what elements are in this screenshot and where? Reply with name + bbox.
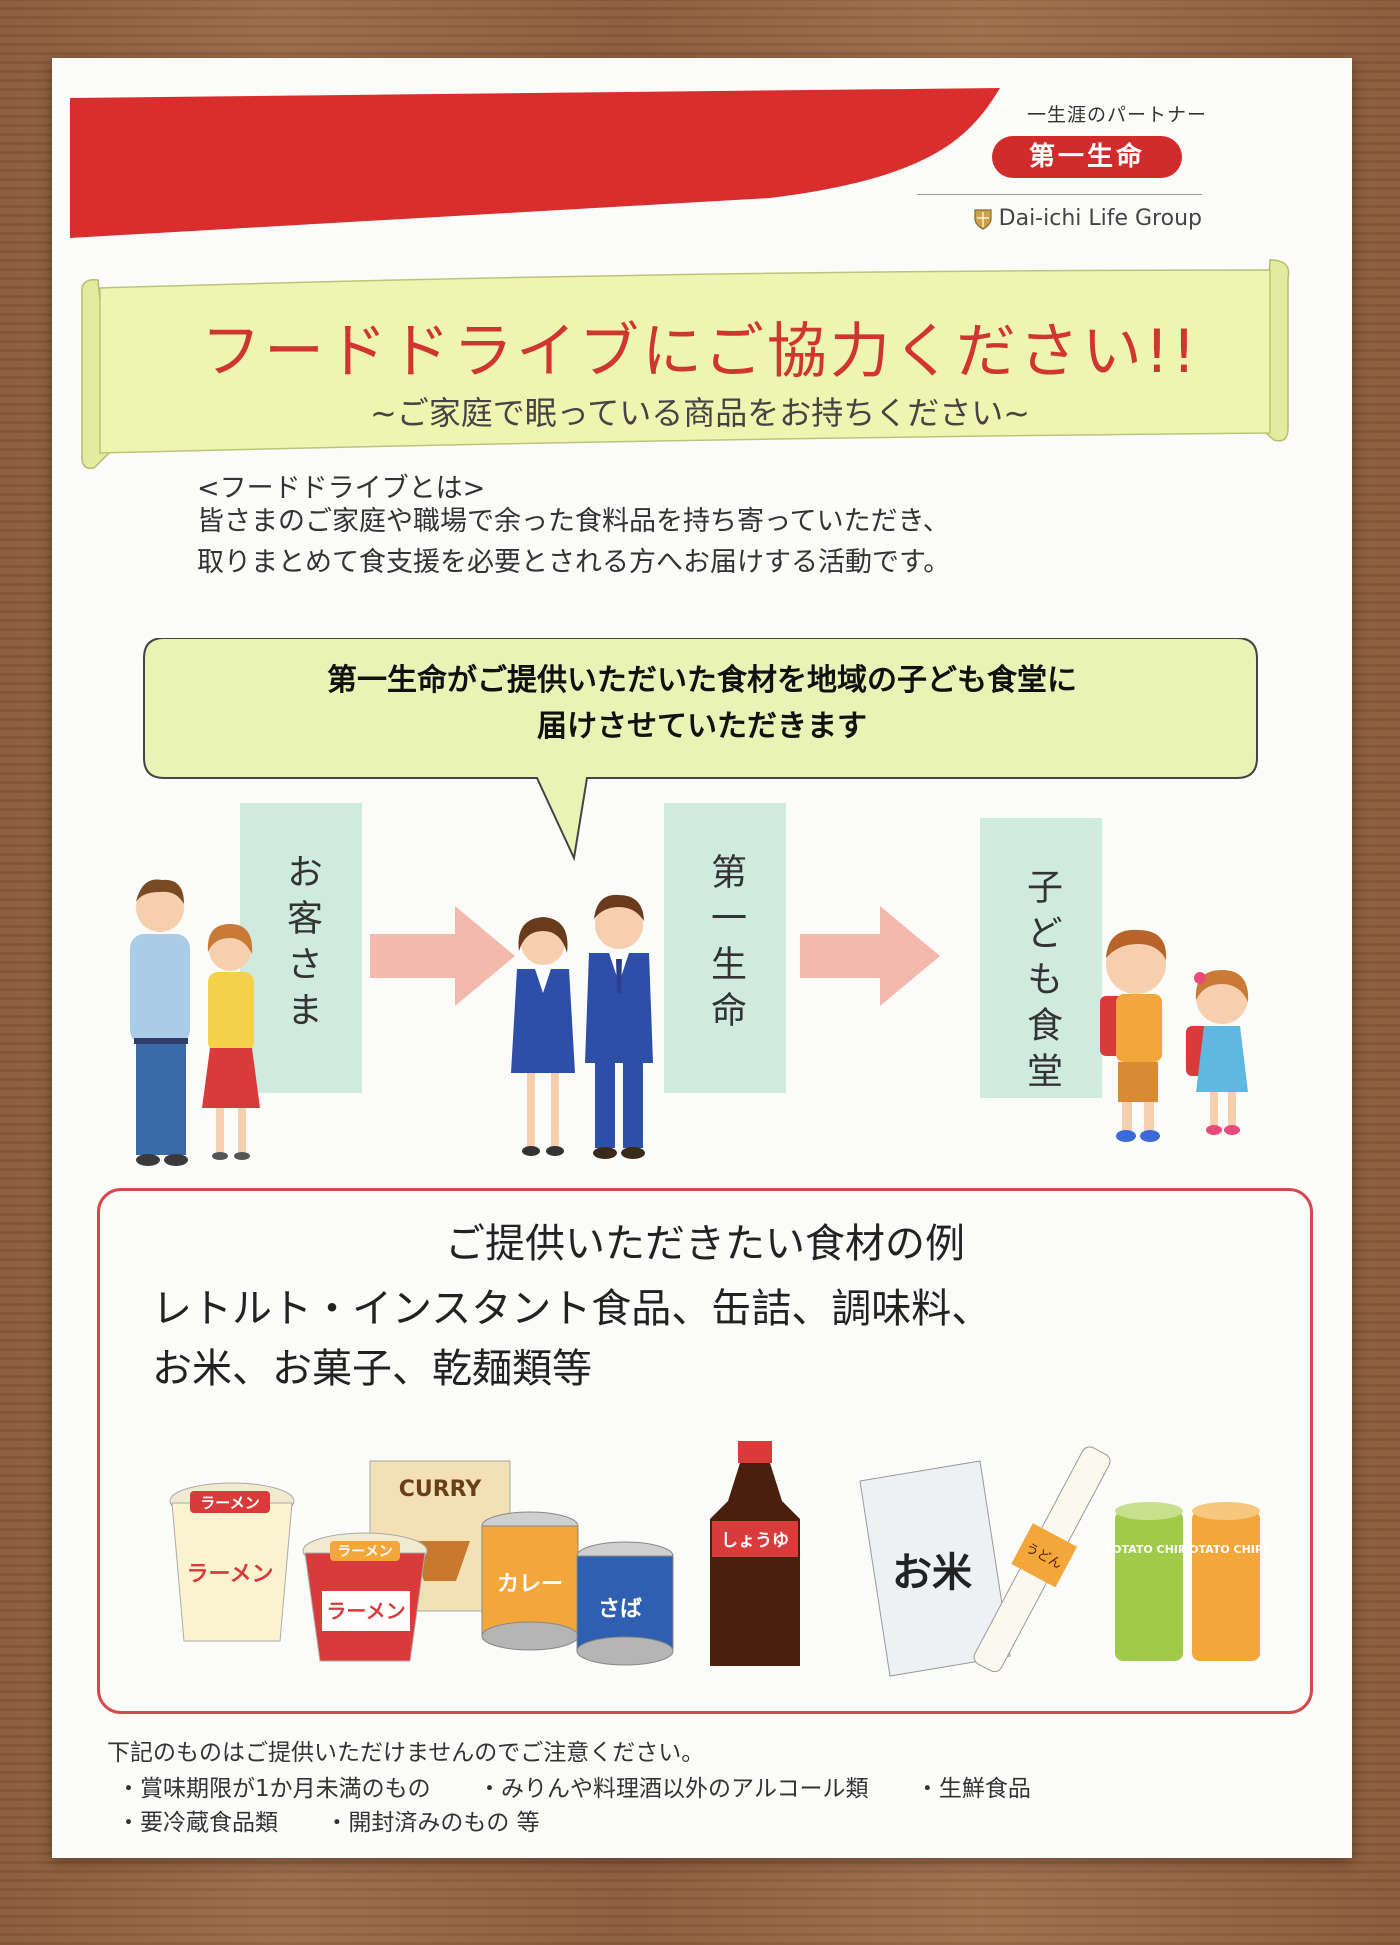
curry-box-label: CURRY [399, 1477, 483, 1502]
food-examples-line-1: レトルト・インスタント食品、缶詰、調味料、 [152, 1286, 992, 1332]
about-line-1: 皆さまのご家庭や職場で余った食料品を持ち寄っていただき、 [197, 506, 950, 537]
ramen-bowl-lid-label: ラーメン [337, 1544, 392, 1560]
notice-row-2: ・要冷蔵食品類 ・開封済みのもの 等 [117, 1803, 580, 1837]
customers-illustration [130, 879, 260, 1166]
bubble-line-1: 第一生命がご提供いただいた食材を地域の子ども食堂に [327, 663, 1077, 698]
red-header-band [70, 88, 1000, 238]
notice-item-alcohol: ・みりんや料理酒以外のアルコール類 [477, 1776, 869, 1802]
logo-divider [917, 194, 1202, 195]
title-banner: フードドライブにご協力ください!! ~ご家庭で眠っている商品をお持ちください~ [70, 248, 1305, 478]
banner-title: フードドライブにご協力ください!! [201, 317, 1199, 387]
rice-bag-icon: お米 [859, 1460, 1011, 1677]
group-name: Dai-ichi Life Group [998, 206, 1202, 231]
notice-heading: 下記のものはご提供いただけませんのでご注意ください。 [107, 1740, 705, 1766]
food-examples-box: ご提供いただきたい食材の例 レトルト・インスタント食品、缶詰、調味料、 お米、お… [97, 1188, 1313, 1714]
curry-can-icon: カレー [481, 1511, 579, 1651]
mackerel-can-label: さば [598, 1597, 642, 1622]
about-body: 皆さまのご家庭や職場で余った食料品を持ち寄っていただき、 取りまとめて食支援を必… [197, 501, 1247, 583]
notice-row-1: ・賞味期限が1か月未満のもの ・みりんや料理酒以外のアルコール類 ・生鮮食品 [117, 1769, 1071, 1803]
daiichi-staff-illustration [511, 894, 653, 1159]
rice-label: お米 [892, 1550, 972, 1596]
soy-label: しょうゆ [721, 1531, 789, 1551]
about-line-2: 取りまとめて食支援を必要とされる方へお届けする活動です。 [197, 547, 951, 578]
scroll-banner-shape [81, 259, 1290, 470]
chips-label-2: POTATO CHIPS [1181, 1543, 1271, 1556]
flyer-paper: 一生涯のパートナー 第一生命 Dai-ichi Life Group フードドラ… [52, 58, 1352, 1858]
bubble-message: 第一生命がご提供いただいた食材を地域の子ども食堂に 届けさせていただきます [162, 658, 1242, 750]
ramen-bowl-side-label: ラーメン [326, 1599, 405, 1623]
brand-logo: 第一生命 [992, 136, 1182, 178]
ramen-cup-icon: ラーメン ラーメン [169, 1482, 295, 1642]
dried-noodles-icon: うどん [973, 1446, 1111, 1673]
notice-item-fresh: ・生鮮食品 [915, 1776, 1031, 1802]
bubble-line-2: 届けさせていただきます [537, 709, 867, 744]
flow-daiichi-column: 第一生命 [664, 803, 786, 1093]
children-illustration [1100, 929, 1249, 1142]
soy-sauce-bottle-icon: しょうゆ [710, 1441, 800, 1666]
food-illustrations: ラーメン ラーメン CURRY ラーメン ラーメン [169, 1441, 1271, 1677]
speech-bubble [143, 638, 1258, 862]
flow-kids-cafeteria-column: 子ども食堂 [980, 818, 1102, 1098]
banner-subtitle: ~ご家庭で眠っている商品をお持ちください~ [369, 394, 1031, 432]
shield-icon [974, 208, 992, 230]
notice-item-refrigerated: ・要冷蔵食品類 [117, 1810, 278, 1836]
potato-chips-icon: POTATO CHIPS POTATO CHIPS [1104, 1502, 1271, 1661]
flow-customer-column: お客さま [240, 803, 362, 1093]
flow-arrow-right-1 [370, 906, 515, 1006]
mackerel-can-icon: さば [576, 1541, 674, 1666]
food-examples-line-2: お米、お菓子、乾麺類等 [152, 1346, 592, 1392]
notice-item-expiry: ・賞味期限が1か月未満のもの [117, 1776, 431, 1802]
notice-item-opened: ・開封済みのもの 等 [325, 1810, 540, 1836]
chips-label-1: POTATO CHIPS [1104, 1543, 1194, 1556]
brand-tagline: 一生涯のパートナー [1026, 104, 1207, 126]
group-logo: Dai-ichi Life Group [973, 206, 1202, 231]
flow-arrow-right-2 [800, 906, 940, 1006]
ramen-bowl-icon: ラーメン ラーメン [302, 1532, 428, 1662]
curry-can-label: カレー [497, 1572, 563, 1597]
ramen-side-label: ラーメン [186, 1562, 273, 1587]
food-examples-title: ご提供いただきたい食材の例 [445, 1221, 965, 1267]
about-heading: <フードドライブとは> [197, 473, 486, 504]
ramen-lid-label: ラーメン [200, 1494, 259, 1512]
